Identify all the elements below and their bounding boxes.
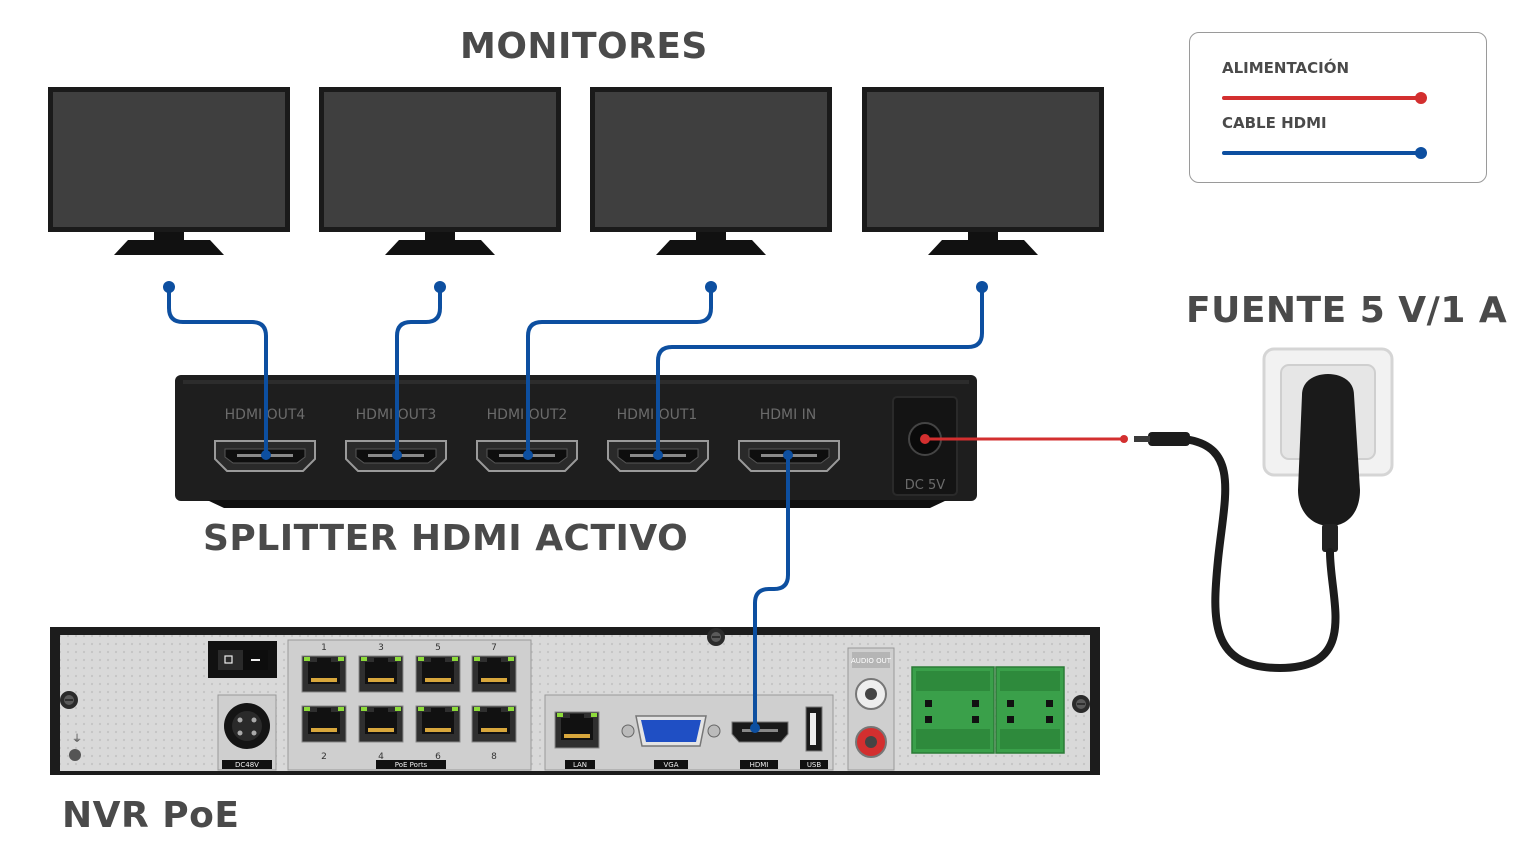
alarm-terminal-block bbox=[911, 666, 1065, 754]
svg-text:⏚: ⏚ bbox=[72, 733, 82, 745]
poe-port-2-number: 2 bbox=[321, 752, 327, 762]
power-supply-title: FUENTE 5 V/1 A bbox=[1186, 290, 1508, 331]
poe-port-6-number: 6 bbox=[435, 752, 441, 762]
poe-port-3-number: 3 bbox=[378, 643, 384, 653]
poe-port-4-number: 4 bbox=[378, 752, 384, 762]
poe-port-5 bbox=[415, 655, 461, 693]
poe-port-1 bbox=[301, 655, 347, 693]
monitor-2-icon bbox=[319, 87, 561, 255]
monitor-1-icon bbox=[48, 87, 290, 255]
poe-port-2 bbox=[301, 705, 347, 743]
splitter-title: SPLITTER HDMI ACTIVO bbox=[203, 518, 689, 559]
monitors-title: MONITORES bbox=[460, 26, 708, 67]
legend-power-label: ALIMENTACIÓN bbox=[1222, 59, 1350, 77]
poe-port-5-number: 5 bbox=[435, 643, 441, 653]
lan-label: LAN bbox=[573, 761, 587, 769]
dc48v-label: DC48V bbox=[235, 761, 259, 769]
monitor-4-icon bbox=[862, 87, 1104, 255]
nvr-title: NVR PoE bbox=[62, 795, 240, 836]
nvr-hdmi-label: HDMI bbox=[750, 761, 769, 769]
legend-hdmi-line bbox=[1222, 147, 1427, 159]
hdmi-splitter: HDMI OUT4 HDMI OUT3 HDMI OUT2 HDMI OUT1 … bbox=[175, 375, 977, 508]
audio-out-label: AUDIO OUT bbox=[851, 657, 892, 665]
hdmi-cable-nvr bbox=[753, 453, 790, 730]
poe-port-1-number: 1 bbox=[321, 643, 327, 653]
ground-screw-icon bbox=[69, 749, 81, 761]
poe-ports-label: PoE Ports bbox=[395, 761, 428, 769]
hdmi-cables bbox=[167, 285, 984, 730]
legend-hdmi-label: CABLE HDMI bbox=[1222, 114, 1327, 132]
usb-port bbox=[805, 706, 823, 752]
poe-port-8-number: 8 bbox=[491, 752, 497, 762]
nvr-device: ⏚ DC48V 1 3 5 7 2 4 6 8 PoE Ports bbox=[50, 627, 1100, 775]
lan-port bbox=[554, 711, 600, 749]
poe-port-4 bbox=[358, 705, 404, 743]
dc-5v-label: DC 5V bbox=[905, 478, 945, 493]
poe-port-3 bbox=[358, 655, 404, 693]
vga-label: VGA bbox=[663, 761, 678, 769]
usb-label: USB bbox=[807, 761, 822, 769]
nvr-hdmi-port bbox=[731, 721, 789, 743]
hdmi-cable-monitor-2 bbox=[395, 285, 442, 457]
power-adapter-icon bbox=[1134, 374, 1360, 673]
monitor-3-icon bbox=[590, 87, 832, 255]
hdmi-cable-monitor-3 bbox=[526, 285, 713, 457]
legend-power-line bbox=[1222, 92, 1427, 104]
legend: ALIMENTACIÓN CABLE HDMI bbox=[1189, 32, 1487, 183]
vga-port bbox=[621, 715, 721, 747]
poe-port-7-number: 7 bbox=[491, 643, 497, 653]
poe-port-7 bbox=[471, 655, 517, 693]
power-cable bbox=[920, 434, 1128, 444]
hdmi-cable-monitor-4 bbox=[656, 285, 984, 457]
hdmi-in-label: HDMI IN bbox=[760, 407, 817, 423]
poe-port-8 bbox=[471, 705, 517, 743]
hdmi-cable-monitor-1 bbox=[167, 285, 268, 457]
poe-port-6 bbox=[415, 705, 461, 743]
